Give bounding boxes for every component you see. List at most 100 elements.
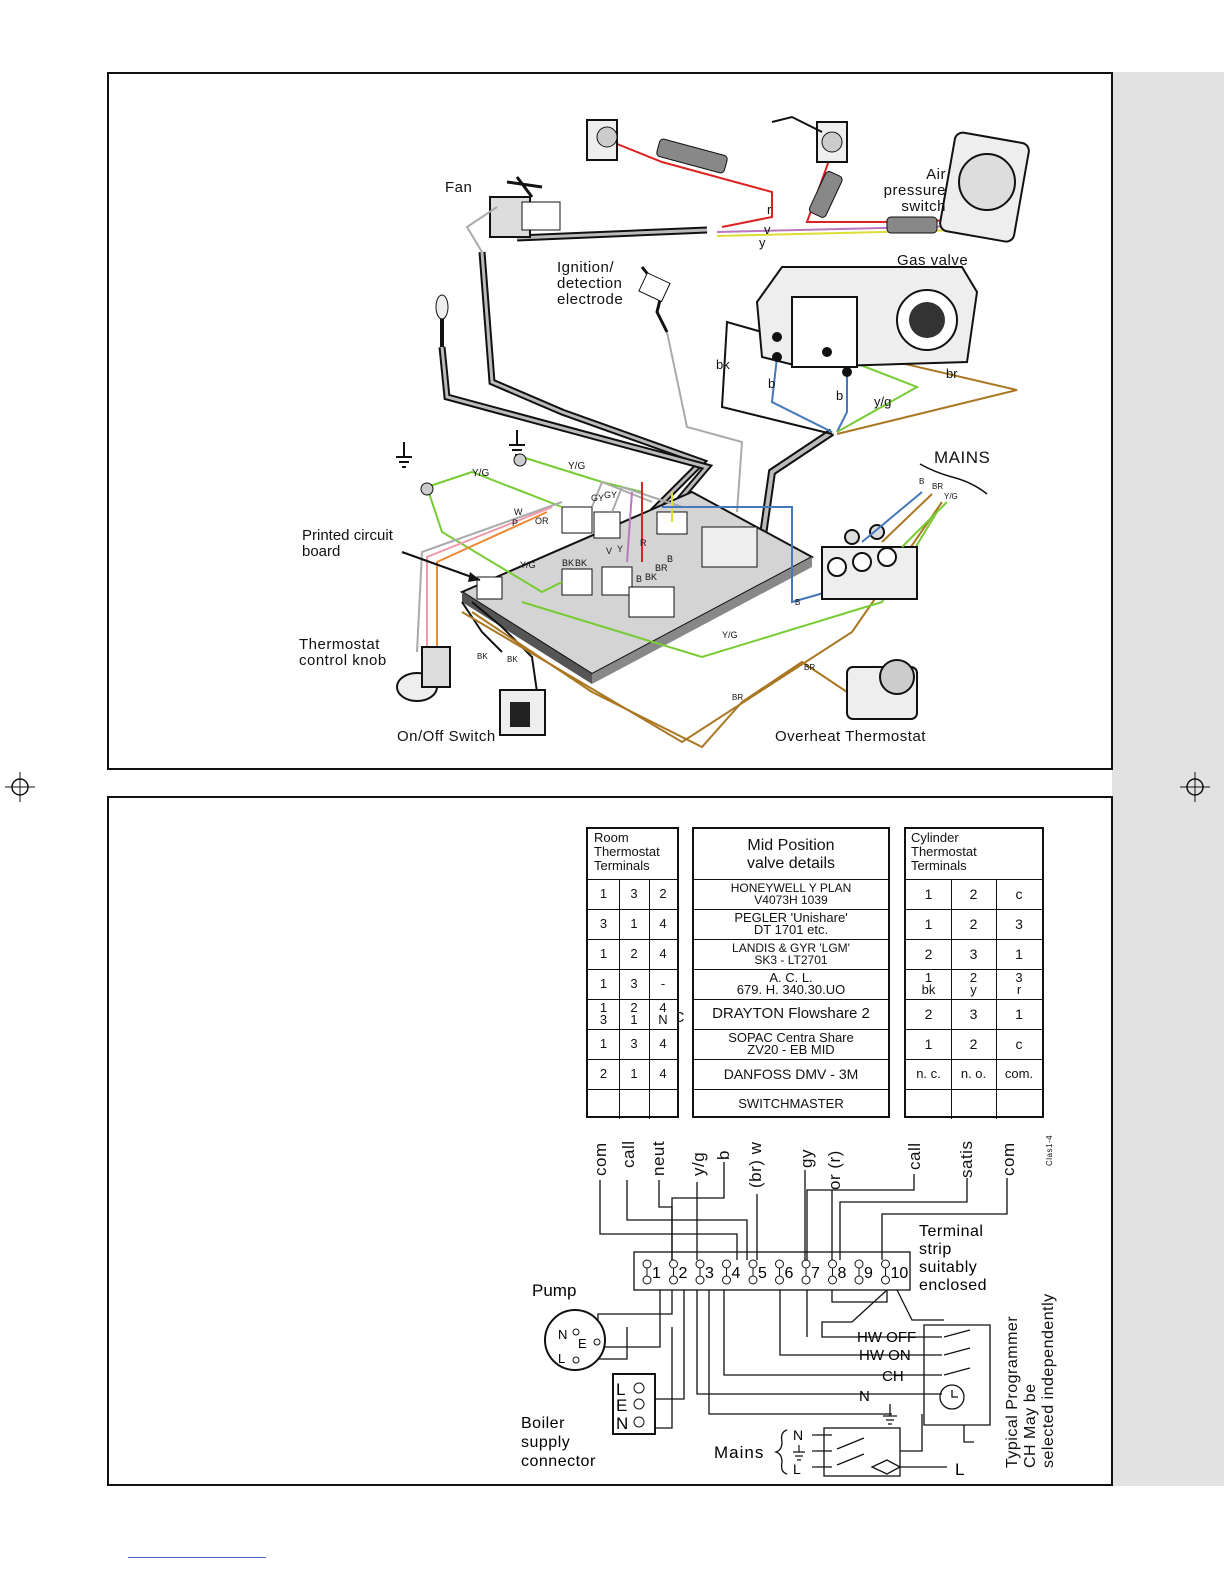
wire-label: BK [477,652,488,661]
wire-label: BK [562,558,574,568]
table-cell: SWITCHMASTER [738,1096,844,1111]
wire-label: v [764,222,771,237]
wiring-diagram-panel: Fan Air pressure switch Ignition/ detect… [107,72,1113,770]
table-cell [906,1089,951,1119]
wire-label: y [759,235,766,250]
wire-label: GY [591,493,604,503]
table-cell: 1 3 [599,1000,608,1027]
air-pressure-label-3: switch [901,198,946,215]
table-cell: LANDIS & GYR 'LGM' SK3 - LT2701 [732,941,850,967]
valve-label-gy: gy [797,1149,816,1168]
wire-label: BR [732,693,743,702]
overheat-thermostat-label: Overheat Thermostat [775,728,926,745]
table-cell: 4 [659,1036,667,1051]
terminal-screw [748,1259,758,1269]
wire-label: Y/G [944,492,958,501]
table-cell: n. c. [916,1066,941,1081]
schematic-panel: TLX 2259 or2284 RTE RTM/RTC Room Thermos… [107,796,1113,1486]
programmer-label: Typical Programmer CH May be selected in… [1004,1293,1057,1468]
fan-label: Fan [445,179,472,196]
mains-title: Mains [714,1443,764,1462]
air-pressure-label-2: pressure [884,182,946,199]
mains-label: MAINS [934,448,990,467]
terminal-screw [642,1259,652,1269]
terminal-screw [695,1275,705,1285]
table-cell [588,1089,619,1119]
table-cell: 2 [924,1006,933,1022]
table-cell: 1 [924,916,933,932]
terminal-screw [748,1275,758,1285]
table-cell: 1 [1015,946,1023,962]
table-cell: 1 [630,916,638,931]
boiler-pin-n: N [616,1414,628,1433]
valve-table-header: Mid Position valve details [746,837,836,872]
ignition-label-2: detection [557,275,622,292]
wire-label: B [636,574,642,584]
terminal-number: 9 [864,1265,873,1282]
table-cell: 2 [630,946,638,961]
terminal-screw [801,1275,811,1285]
table-cell: c [1015,886,1023,902]
valve-label-or: or (r) [825,1150,844,1190]
table-cell: PEGLER 'Unishare' DT 1701 etc. [734,910,848,937]
table-cell: com. [1004,1066,1034,1081]
terminal-screw [722,1275,731,1285]
valve-label-yg: y/g [689,1151,708,1176]
thermostat-knob-label-2: control knob [299,652,387,669]
wire-label: y/g [874,394,891,409]
table-cell: 4 N [658,1000,668,1027]
table-cell [951,1089,996,1119]
boiler-pin-l: L [616,1380,625,1399]
table-cell [619,1089,649,1119]
table-cell: DRAYTON Flowshare 2 [712,1005,870,1022]
prog-out-n: N [859,1388,870,1405]
table-cell: 3 [969,946,978,962]
table-cell: 2 [599,1066,608,1081]
pcb-label-2: board [302,543,340,560]
wire-label: bk [716,357,730,372]
registration-mark-right [1180,772,1210,802]
table-cell: 3 [1015,916,1023,932]
wire-label: V [606,546,612,556]
terminal-screw [695,1259,705,1269]
room-label-com: com [591,1142,610,1176]
terminal-screw [775,1275,784,1285]
gas-valve-label: Gas valve [897,252,968,269]
terminal-strip-label-4: enclosed [919,1277,987,1294]
drawing-code: Clas1-4 [1045,1134,1054,1166]
terminal-screw [881,1275,890,1285]
on-off-switch-label: On/Off Switch [397,728,496,745]
room-table-header: Room Thermostat Terminals [594,830,660,873]
room-label-neut: neut [649,1140,668,1176]
table-cell: A. C. L. 679. H. 340.30.UO [736,970,846,997]
table-cell: 1 [599,1036,608,1051]
wire-label: BK [645,572,657,582]
ignition-label-3: electrode [557,291,623,308]
pump-pin-e: E [578,1336,587,1351]
wire-label: OR [535,516,549,526]
table-cell: 3 [630,976,638,991]
table-cell: SOPAC Centra Share ZV20 - EB MID [728,1030,854,1057]
terminal-screw [775,1259,784,1269]
table-cell [649,1089,677,1119]
table-cell: 3 [630,886,638,901]
mains-pin-n: N [793,1427,803,1443]
table-cell: 3 [969,1006,978,1022]
terminal-screw [722,1259,731,1269]
table-cell: 2 [969,1036,978,1052]
wire-label: Y [617,544,623,554]
wire-label: BR [804,663,815,672]
table-cell: 1 [924,1036,933,1052]
wiring-diagram-svg: Fan Air pressure switch Ignition/ detect… [299,115,1030,749]
room-label-call: call [619,1140,638,1168]
pcb-label-1: Printed circuit [302,527,394,544]
table-cell [996,1089,1042,1119]
wire-label: GY [604,490,617,500]
wire-label: P [512,518,518,528]
table-cell: n. o. [960,1066,987,1081]
pump-symbol [544,1309,606,1371]
terminal-screw [854,1259,864,1269]
thermostat-knob-label-1: Thermostat [299,636,380,653]
